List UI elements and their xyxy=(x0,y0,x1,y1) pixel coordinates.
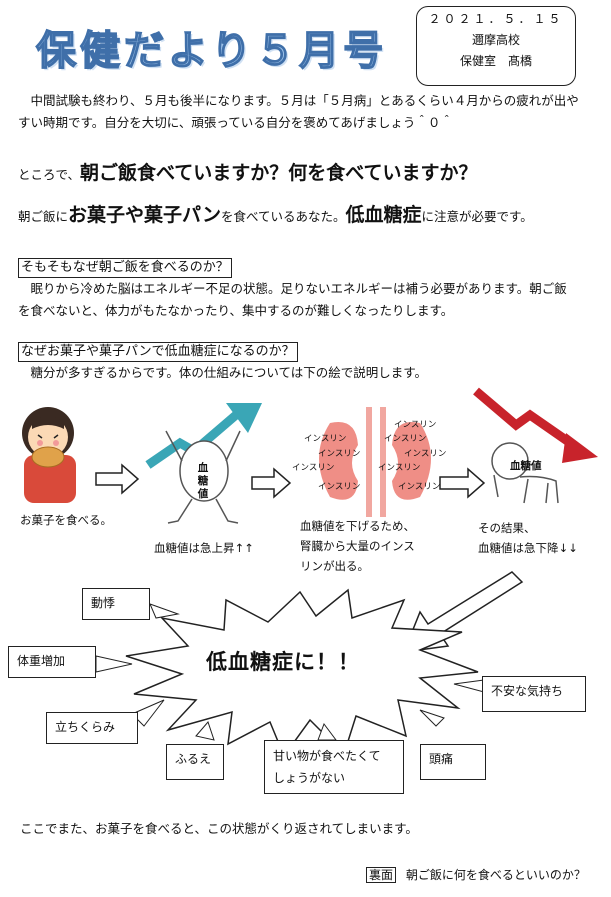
insulin-caption-line-2: 腎臓から大量のインス xyxy=(300,539,415,553)
eat-snack-caption: お菓子を食べる。 xyxy=(20,513,112,527)
insulin-label: インスリン xyxy=(292,463,335,473)
section-why-breakfast: そもそもなぜ朝ご飯を食べるのか？ 眠りから冷めた脳はエネルギー不足の状態。足りな… xyxy=(18,256,603,322)
warning-text-2: を食べているあなた。 xyxy=(220,209,346,224)
blood-sugar-diagram xyxy=(22,387,598,524)
warning-line: 朝ご飯にお菓子や菓子パンを食べているあなた。低血糖症に注意が必要です。 xyxy=(18,200,603,227)
section-why-hypoglycemia: なぜお菓子や菓子パンで低血糖症になるのか？ 糖分が多すぎるからです。体の仕組みに… xyxy=(18,340,603,384)
insulin-label: インスリン xyxy=(318,482,361,492)
hypoglycemia-burst-area xyxy=(95,571,524,758)
question-prefix: ところで、 xyxy=(18,167,81,182)
flow-arrow-1 xyxy=(95,463,140,495)
rise-caption: 血糖値は急上昇↑↑ xyxy=(154,541,254,555)
exhausted-figure-illustration xyxy=(491,442,559,504)
footer-text: 朝ご飯に何を食べるといいのか？ xyxy=(405,868,586,882)
result-caption: その結果、 血糖値は急下降↓↓ xyxy=(478,518,578,558)
symptom-palpitation: 動悸 xyxy=(82,588,150,620)
symptom-trembling: ふるえ xyxy=(166,744,224,780)
info-box: ２０２１．５．１５ 邇摩高校 保健室 髙橋 xyxy=(416,6,576,86)
insulin-label: インスリン xyxy=(304,434,347,444)
insulin-label: インスリン xyxy=(404,449,447,459)
page-title: 保健だより５月号 xyxy=(35,27,388,75)
flow-arrow-3 xyxy=(439,467,486,499)
insulin-caption: 血糖値を下げるため、 腎臓から大量のインス リンが出る。 xyxy=(300,516,450,576)
sugar-label-falling: 血糖値 xyxy=(510,460,542,472)
insulin-label: インスリン xyxy=(398,482,441,492)
falling-trend-arrow xyxy=(473,387,598,463)
flow-arrow-2 xyxy=(251,467,292,499)
section1-line-2: を食べないと、体力がもたなかったり、集中するのが難しくなったりします。 xyxy=(18,303,454,318)
warning-text-1: 朝ご飯に xyxy=(18,209,69,224)
section2-line-1: 糖分が多すぎるからです。体の仕組みについては下の絵で説明します。 xyxy=(30,365,428,380)
warning-bold-snacks: お菓子や菓子パン xyxy=(68,204,221,226)
warning-text-3: に注意が必要です。 xyxy=(421,209,533,224)
back-side-tag: 裏面 xyxy=(366,867,397,883)
question-line: ところで、朝ご飯食べていますか？何を食べていますか？ xyxy=(18,158,603,185)
symptom-sweet-craving: 甘い物が食べたくて しょうがない xyxy=(264,740,404,794)
warning-bold-hypoglycemia: 低血糖症 xyxy=(345,204,422,226)
rising-trend-arrow xyxy=(145,403,262,469)
symptom-headache: 頭痛 xyxy=(420,744,486,780)
author: 保健室 髙橋 xyxy=(459,54,532,68)
burst-shape xyxy=(125,588,479,758)
insulin-caption-line-3: リンが出る。 xyxy=(300,559,369,573)
kidneys-illustration xyxy=(319,407,431,517)
intro-line-2: すい時期です。自分を大切に、頑張っている自分を褒めてあげましょう＾０＾ xyxy=(18,115,453,130)
symptom-anxiety: 不安な気持ち xyxy=(482,676,586,712)
result-caption-line-2: 血糖値は急下降↓↓ xyxy=(478,541,578,555)
section-heading-why-hypoglycemia: なぜお菓子や菓子パンで低血糖症になるのか？ xyxy=(18,342,298,362)
insulin-label: インスリン xyxy=(318,449,361,459)
insulin-label: インスリン xyxy=(384,434,427,444)
sugar-label-rising: 血糖値 xyxy=(197,462,209,500)
school-name: 邇摩高校 xyxy=(471,33,520,47)
symptom-dizziness: 立ちくらみ xyxy=(46,712,138,744)
insulin-caption-line-1: 血糖値を下げるため、 xyxy=(300,519,415,533)
footer-note: 裏面 朝ご飯に何を食べるといいのか？ xyxy=(366,866,586,883)
girl-eating-illustration xyxy=(22,407,76,503)
cheering-figure-illustration xyxy=(165,430,241,524)
symptom-weight-gain: 体重増加 xyxy=(8,646,96,678)
section-heading-why-breakfast: そもそもなぜ朝ご飯を食べるのか？ xyxy=(18,258,232,278)
intro-paragraph: 中間試験も終わり、５月も後半になります。５月は「５月病」とあるくらい４月からの疲… xyxy=(18,90,598,134)
question-main: 朝ご飯食べていますか？何を食べていますか？ xyxy=(80,162,478,184)
issue-date: ２０２１．５．１５ xyxy=(428,12,564,26)
section1-line-1: 眠りから冷めた脳はエネルギー不足の状態。足りないエネルギーは補う必要があります。… xyxy=(30,281,567,296)
intro-line-1: 中間試験も終わり、５月も後半になります。５月は「５月病」とあるくらい４月からの疲… xyxy=(30,93,579,108)
result-caption-line-1: その結果、 xyxy=(478,521,536,535)
insulin-label: インスリン xyxy=(394,420,437,430)
closing-text: ここでまた、お菓子を食べると、この状態がくり返されてしまいます。 xyxy=(20,821,418,836)
insulin-label: インスリン xyxy=(378,463,421,473)
burst-center-text: 低血糖症に！！ xyxy=(206,650,360,674)
